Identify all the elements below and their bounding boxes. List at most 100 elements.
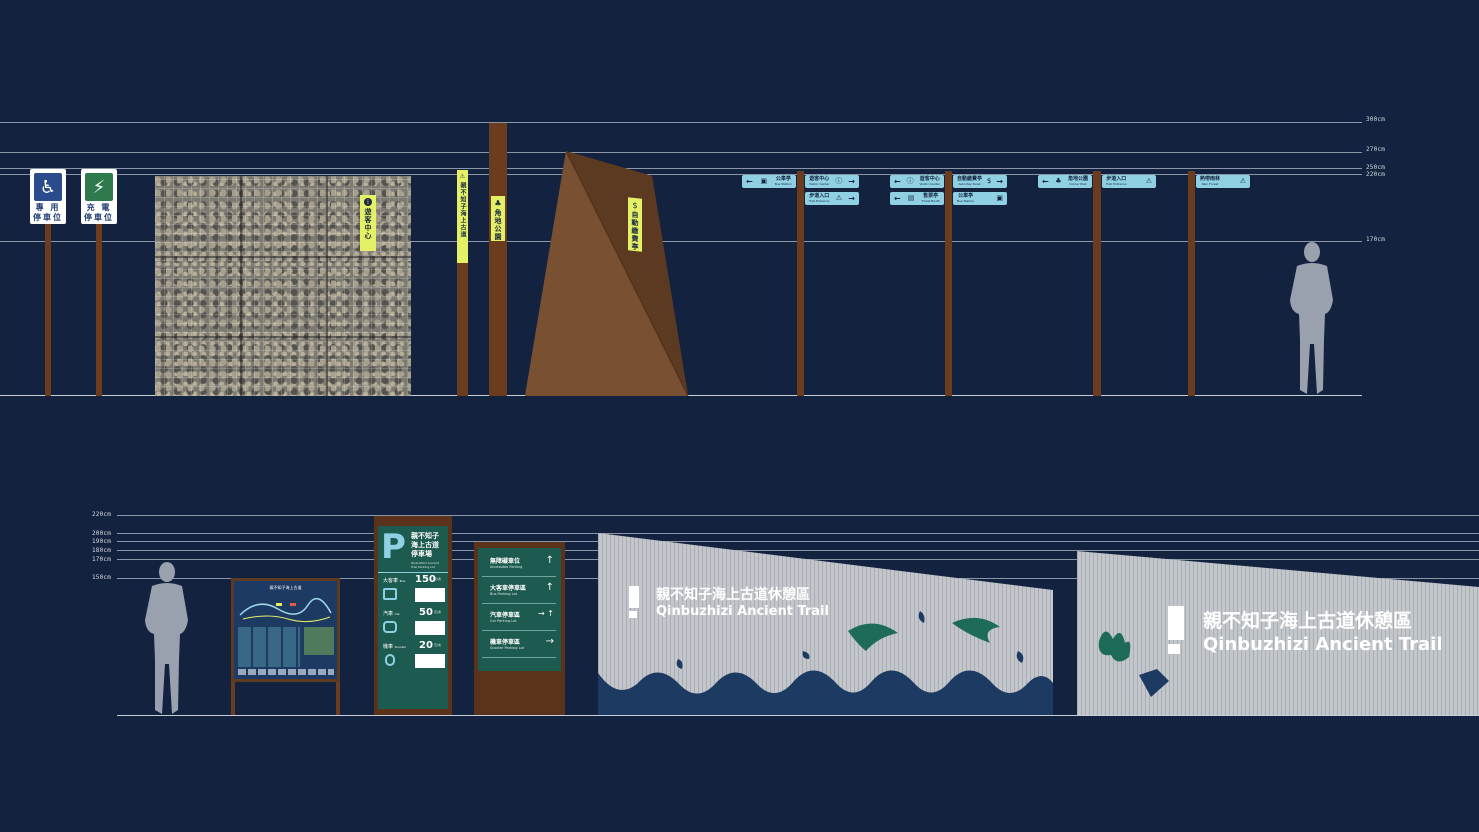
info-icon: i	[364, 198, 372, 206]
list-zh: 機車停車區	[490, 639, 521, 646]
level-label: 220cm	[92, 511, 112, 518]
accessible-parking-sign: ♿ 專 用 停車位	[30, 169, 66, 224]
dir-zh: 自動繳費亭	[957, 175, 983, 182]
tag-label: 親不知子海上古道	[459, 182, 466, 238]
list-zh: 汽車停車區	[490, 612, 521, 619]
wall-title-zh: 親不知子海上古道休憩區	[1203, 610, 1413, 632]
warning-icon: ⚠	[1145, 177, 1152, 185]
wall-title-zh: 親不知子海上古道休憩區	[656, 587, 810, 603]
rate-en: Bus	[399, 579, 406, 583]
arrow-right-icon: →	[848, 193, 855, 203]
dir-en: Ticket Booth	[921, 198, 940, 203]
car-icon	[383, 621, 397, 633]
trail-tag: ⚠ 親不知子海上古道	[457, 170, 468, 263]
wall-title-en: Qinbuzhizi Ancient Trail	[656, 604, 829, 619]
list-en: Car Parking Lot	[490, 619, 517, 623]
dir-en: Visitor Center	[809, 181, 830, 186]
level-line-170	[0, 241, 1362, 242]
rate-en: Scooter	[394, 645, 407, 649]
parking-title: 親不知子 海上古道 停車場	[411, 532, 439, 558]
exclamation-icon	[629, 586, 641, 620]
legend-strip	[238, 669, 334, 675]
wall-title-en: Qinbuzhizi Ancient Trail	[1203, 634, 1443, 655]
level-label: 220cm	[1366, 171, 1386, 178]
list-en: Accessible Parking	[490, 565, 523, 569]
arrow-left-icon: ←	[1042, 176, 1049, 186]
ground-line	[117, 715, 1479, 716]
list-item: 大客車停車區 Bus Parking Lot ↑	[482, 577, 556, 604]
list-item: 無障礙車位 Accessible Parking ↑	[482, 550, 556, 577]
signpost-3	[1093, 171, 1101, 396]
level-line-270	[0, 152, 1362, 153]
exclamation-icon	[1168, 606, 1186, 658]
dir-en: Corner Park	[1069, 181, 1087, 186]
arrow-up-icon: ↑	[545, 555, 554, 566]
level-label: 170cm	[92, 556, 112, 563]
parking-subtitle: Qinbuzhizi Ancient Trail Parking Lot	[411, 561, 439, 569]
sign-post	[45, 222, 51, 396]
dir-en: Trail Entrance	[809, 198, 830, 203]
photo-panel	[304, 627, 334, 655]
trail-map-board: 親不知子海上古道	[231, 578, 340, 682]
rate-car-price: 50	[419, 607, 433, 618]
divider	[378, 572, 448, 573]
arrow-left-icon: ←	[894, 193, 901, 203]
list-item: 機車停車區 Scooter Parking Lot →	[482, 631, 556, 658]
level-label: 250cm	[1366, 164, 1386, 171]
tag-label: 角地公園	[494, 209, 502, 241]
dir-zh: 遊客中心	[919, 175, 940, 182]
warning-icon: ⚠	[835, 194, 843, 202]
dir-zh: 售票亭	[923, 192, 939, 199]
arrow-right-up-icon: → ↑	[538, 609, 554, 618]
human-scale-figure	[1290, 242, 1333, 394]
level-label: 300cm	[1366, 116, 1386, 123]
dir-en: Trail Entrance	[1106, 181, 1127, 186]
rate-en: Car	[394, 612, 400, 616]
signpost-2	[945, 171, 952, 396]
rate-bus-price: 150	[415, 574, 436, 585]
trail-map-diagram	[239, 597, 332, 623]
warning-icon: ⚠	[1239, 177, 1246, 185]
corner-park-tag: ♣ 角地公園	[491, 196, 505, 241]
level-label: 170cm	[1366, 236, 1386, 243]
wheelchair-icon: ♿	[34, 173, 62, 201]
ticket-icon: ▤	[907, 194, 915, 202]
tag-label: 自動繳費亭	[631, 210, 639, 252]
rate-unit: 元/次	[434, 577, 442, 581]
dir-en: Rain Forest	[1201, 181, 1219, 186]
level-line-220	[0, 174, 1362, 175]
dir-zh: 熱帶雨林	[1200, 175, 1221, 182]
level-line-250	[0, 168, 1362, 169]
dir-zh: 公車亭	[775, 175, 791, 182]
charging-icon: ⚡	[85, 173, 113, 201]
rate-scooter-label: 機車 Scooter	[383, 643, 406, 650]
level-label: 180cm	[92, 547, 112, 554]
tag-label: 遊客中心	[364, 208, 372, 240]
arrow-right-icon: →	[996, 176, 1003, 186]
list-en: Scooter Parking Lot	[490, 646, 524, 650]
arrow-up-icon: ↑	[545, 582, 554, 593]
parking-fee-board: P 親不知子 海上古道 停車場 Qinbuzhizi Ancient Trail…	[374, 516, 452, 715]
dir-en: Bus Station	[957, 198, 975, 203]
auto-pay-tag: $ 自動繳費亭	[628, 197, 642, 252]
level-line-190	[117, 541, 1479, 542]
dir-zh: 步道入口	[809, 192, 830, 199]
list-en: Bus Parking Lot	[490, 592, 518, 596]
folded-steel-monolith	[525, 150, 689, 397]
sign-label: 充 電 停車位	[84, 203, 114, 222]
dir-zh: 公車亭	[958, 192, 974, 199]
trail-sign-post	[457, 175, 468, 396]
rate-unit: 元/次	[434, 610, 442, 614]
arrow-left-icon: ←	[746, 176, 753, 186]
warning-icon: ⚠	[459, 173, 466, 180]
level-line-300	[0, 122, 1362, 123]
bus-icon: ▣	[996, 194, 1003, 202]
